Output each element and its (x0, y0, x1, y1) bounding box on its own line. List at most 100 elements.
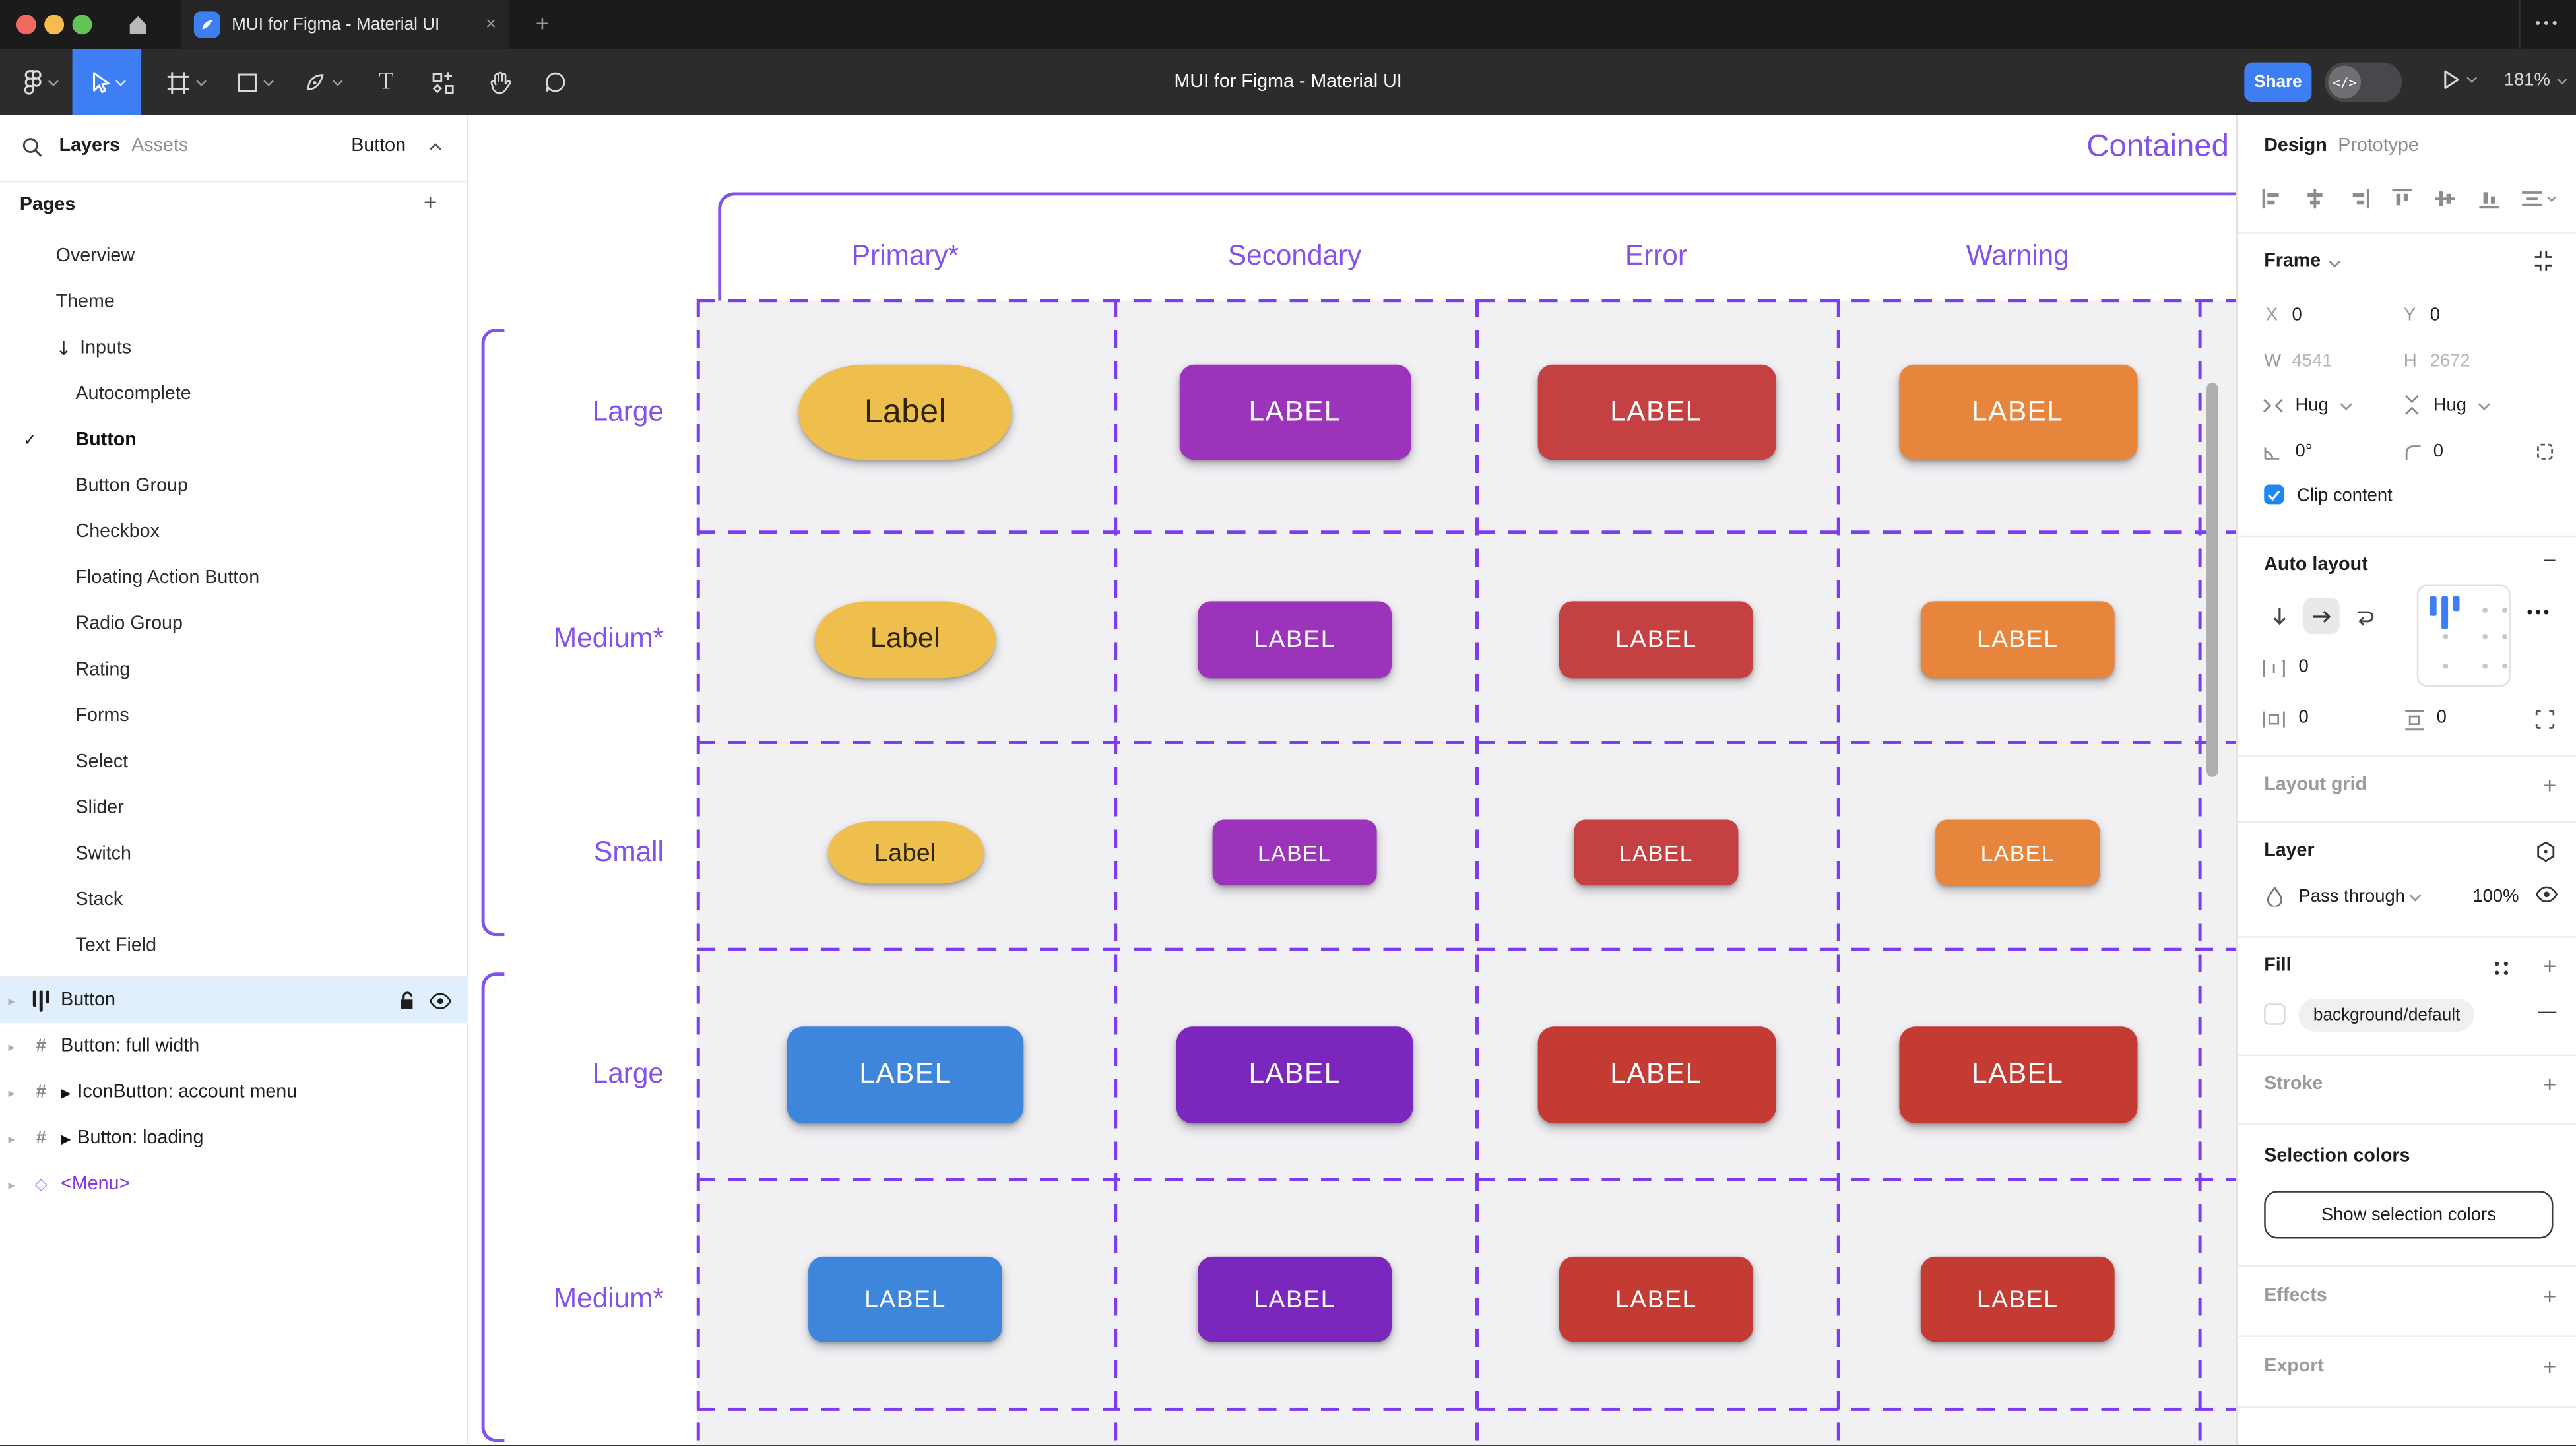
close-window-button[interactable] (16, 15, 36, 35)
move-tool-button[interactable] (72, 49, 142, 115)
canvas-button-r1-c1[interactable]: LABEL (1198, 600, 1392, 678)
rotation-input[interactable]: 0° (2295, 441, 2313, 462)
add-fill-button[interactable]: + (2543, 953, 2557, 980)
horizontal-padding-input[interactable]: 0 (2298, 708, 2309, 728)
chevron-down-icon[interactable] (2408, 894, 2422, 902)
layer-item-button-full-width[interactable]: ▸#Button: full width (0, 1023, 468, 1069)
maximize-window-button[interactable] (72, 15, 92, 35)
shape-tool-button[interactable] (224, 49, 286, 115)
home-icon[interactable] (125, 11, 151, 46)
lock-open-icon[interactable] (398, 990, 416, 1010)
show-selection-colors-button[interactable]: Show selection colors (2264, 1191, 2554, 1239)
hand-tool-button[interactable] (473, 49, 526, 115)
canvas-button-r3-c1[interactable]: LABEL (1176, 1026, 1413, 1123)
fill-color-swatch[interactable] (2264, 1003, 2286, 1025)
search-icon[interactable] (21, 137, 42, 158)
independent-corners-icon[interactable] (2535, 442, 2555, 462)
chevron-down-icon[interactable] (2328, 259, 2341, 268)
visibility-eye-icon[interactable] (429, 991, 452, 1009)
clip-content-checkbox[interactable] (2264, 484, 2284, 505)
align-top-icon[interactable] (2391, 187, 2414, 210)
distribute-menu[interactable] (2521, 187, 2557, 210)
layer-item-button[interactable]: ▸Button (0, 977, 468, 1024)
vertical-padding-input[interactable]: 0 (2436, 708, 2447, 728)
page-item-checkbox[interactable]: Checkbox (0, 509, 468, 555)
page-item-autocomplete[interactable]: Autocomplete (0, 371, 468, 418)
width-input[interactable]: 4541 (2292, 351, 2333, 371)
pen-tool-button[interactable] (292, 49, 355, 115)
present-button[interactable] (2441, 69, 2478, 90)
canvas-button-r0-c0[interactable]: Label (798, 364, 1012, 460)
page-item-switch[interactable]: Switch (0, 831, 468, 877)
page-item-text-field[interactable]: Text Field (0, 923, 468, 969)
add-layout-grid-button[interactable]: + (2543, 772, 2557, 799)
auto-layout-more-options[interactable]: ••• (2527, 604, 2552, 623)
canvas-button-r4-c1[interactable]: LABEL (1198, 1256, 1392, 1342)
blend-mode-value[interactable]: Pass through (2298, 887, 2405, 907)
window-menu-icon[interactable]: ••• (2535, 15, 2561, 32)
page-item-select[interactable]: Select (0, 739, 468, 786)
align-horizontal-icon[interactable] (2433, 187, 2457, 210)
canvas-button-r4-c3[interactable]: LABEL (1920, 1256, 2115, 1342)
height-input[interactable]: 2672 (2430, 351, 2470, 371)
expand-chevron-icon[interactable]: ▸ (8, 1177, 15, 1192)
canvas-button-r2-c0[interactable]: Label (827, 821, 984, 884)
canvas-button-r1-c0[interactable]: Label (815, 600, 996, 678)
chevron-down-icon[interactable] (2340, 402, 2353, 411)
auto-layout-alignment-widget[interactable] (2416, 584, 2511, 687)
independent-padding-icon[interactable] (2535, 710, 2555, 730)
tab-close-icon[interactable]: × (485, 15, 496, 35)
align-left-icon[interactable] (2261, 187, 2284, 210)
styles-icon[interactable] (2492, 959, 2510, 977)
new-tab-button[interactable]: + (535, 9, 550, 36)
share-button[interactable]: Share (2244, 62, 2312, 102)
frame-section-title[interactable]: Frame (2264, 251, 2321, 271)
tab-assets[interactable]: Assets (131, 136, 189, 156)
expand-chevron-icon[interactable]: ▸ (8, 1131, 15, 1146)
canvas-button-r1-c3[interactable]: LABEL (1920, 600, 2115, 678)
layer-item-menu[interactable]: ▸◇<Menu> (0, 1161, 468, 1207)
page-item-slider[interactable]: Slider (0, 785, 468, 831)
main-menu-button[interactable] (13, 49, 69, 115)
add-page-button[interactable]: + (423, 189, 437, 216)
comment-tool-button[interactable] (529, 49, 582, 115)
expand-chevron-icon[interactable]: ▸ (8, 993, 15, 1008)
x-input[interactable]: 0 (2292, 305, 2302, 326)
page-item-overview[interactable]: Overview (0, 234, 468, 280)
page-item-floating-action-button[interactable]: Floating Action Button (0, 555, 468, 602)
text-tool-button[interactable]: T (378, 68, 394, 95)
remove-auto-layout-button[interactable]: − (2543, 547, 2557, 574)
chevron-up-icon[interactable] (429, 142, 442, 151)
page-item-forms[interactable]: Forms (0, 693, 468, 739)
frame-tool-button[interactable] (154, 49, 217, 115)
current-page-selector[interactable]: Button (351, 136, 406, 156)
page-item-radio-group[interactable]: Radio Group (0, 601, 468, 647)
hug-horizontal-value[interactable]: Hug (2295, 396, 2329, 416)
page-item-rating[interactable]: Rating (0, 647, 468, 693)
align-horizontal-center-icon[interactable] (2304, 187, 2327, 210)
canvas-button-r4-c2[interactable]: LABEL (1559, 1256, 1753, 1342)
expand-chevron-icon[interactable]: ▸ (8, 1084, 15, 1100)
direction-vertical-button[interactable] (2261, 598, 2297, 634)
remove-fill-button[interactable]: — (2538, 1001, 2557, 1022)
canvas-button-r2-c3[interactable]: LABEL (1935, 819, 2100, 886)
add-stroke-button[interactable]: + (2543, 1071, 2557, 1098)
page-item-button-group[interactable]: Button Group (0, 463, 468, 509)
canvas-button-r3-c3[interactable]: LABEL (1898, 1026, 2137, 1123)
fill-style-chip[interactable]: background/default (2298, 998, 2475, 1032)
y-input[interactable]: 0 (2430, 305, 2440, 326)
resources-tool-button[interactable] (414, 49, 470, 115)
canvas-button-r0-c3[interactable]: LABEL (1898, 364, 2137, 460)
page-item-inputs[interactable]: ↓Inputs (0, 325, 468, 371)
tab-design[interactable]: Design (2264, 136, 2327, 156)
add-effect-button[interactable]: + (2543, 1282, 2557, 1309)
dev-mode-toggle[interactable]: </> (2325, 62, 2402, 102)
document-tab[interactable]: MUI for Figma - Material UI × (180, 0, 509, 49)
page-item-button[interactable]: ✓Button (0, 417, 468, 463)
blend-mode-icon[interactable] (2535, 841, 2556, 862)
canvas-button-r3-c2[interactable]: LABEL (1537, 1026, 1776, 1123)
corner-radius-input[interactable]: 0 (2433, 441, 2443, 462)
eye-icon[interactable] (2535, 885, 2558, 903)
canvas-button-r0-c2[interactable]: LABEL (1537, 364, 1776, 460)
